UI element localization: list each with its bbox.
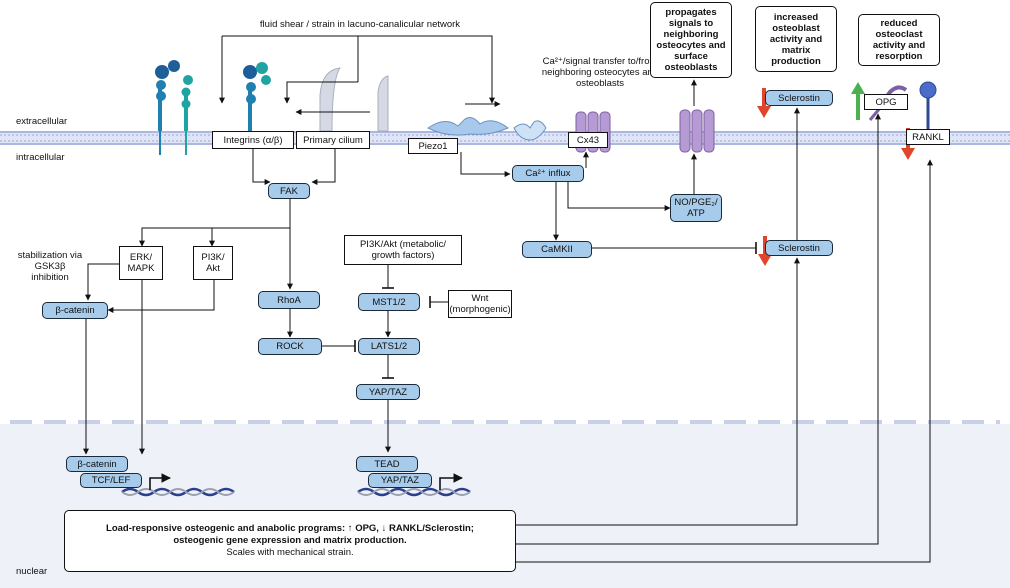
stabilization-label: stabilization via GSK3β inhibition [17,250,83,283]
sclerostin-node: Sclerostin [765,240,833,256]
rock-node: ROCK [258,338,322,355]
plasma-membrane [0,131,1010,145]
opg-label-box: OPG [864,94,908,110]
reduced-osteoclast-callout: reduced osteoclast activity and resorpti… [858,14,940,66]
rankl-receptor-icon [919,81,937,131]
intracellular-label: intracellular [16,152,65,163]
beta-catenin-node: β-catenin [42,302,108,319]
propagates-callout: propagates signals to neighboring osteoc… [650,2,732,78]
integrin-receptor-icon [243,62,271,131]
yap-taz-node: YAP/TAZ [356,384,420,400]
dna-strand-icon [357,473,471,497]
increased-osteoblast-callout: increased osteoblast activity and matrix… [755,6,837,72]
release-channel-icon [679,109,715,153]
nuclear-beta-catenin-node: β-catenin [66,456,128,472]
integrins-box: Integrins (α/β) [212,131,294,149]
lats12-node: LATS1/2 [358,338,420,355]
nuclear-yap-taz-node: YAP/TAZ [368,473,432,488]
piezo1-channel-icon [427,117,547,141]
rankl-label-box: RANKL [906,129,950,145]
fak-node: FAK [268,183,310,199]
ca-influx-node: Ca²⁺ influx [512,165,584,182]
outcome-box: Load-responsive osteogenic and anabolic … [64,510,516,572]
dna-strand-icon [121,473,235,497]
no-pge2-atp-node: NO/PGE₂/ ATP [670,194,722,222]
tead-node: TEAD [356,456,418,472]
extracellular-label: extracellular [16,116,68,127]
pi3k-akt-box: PI3K/ Akt [193,246,233,280]
nuclear-label: nuclear [16,566,48,577]
wnt-box: Wnt (morphogenic) [448,290,512,318]
ca-transfer-label: Ca²⁺/signal transfer to/from neighboring… [541,56,659,89]
mst12-node: MST1/2 [358,293,420,311]
camkii-node: CaMKII [522,241,592,258]
sclerostin-membrane-node: Sclerostin [765,90,833,106]
increase-arrow-icon [851,82,865,120]
cx43-box: Cx43 [568,132,608,148]
outcome-line-2: osteogenic gene expression and matrix pr… [173,535,407,546]
erk-mapk-box: ERK/ MAPK [119,246,163,280]
pathway-connectors [83,35,933,563]
top-stimulus-label: fluid shear / strain in lacuno-canalicul… [259,19,461,30]
integrin-receptor-icon [155,60,193,155]
rhoa-node: RhoA [258,291,320,309]
piezo1-box: Piezo1 [408,138,458,154]
primary-cilium-icon [319,67,389,132]
outcome-line-1: Load-responsive osteogenic and anabolic … [106,523,474,534]
tcf-lef-node: TCF/LEF [80,473,142,488]
pi3k-metabolic-box: PI3K/Akt (metabolic/ growth factors) [344,235,462,265]
primary-cilium-box: Primary cilium [296,131,370,149]
decrease-arrow-icon [757,88,771,118]
outcome-line-3: Scales with mechanical strain. [226,547,354,558]
